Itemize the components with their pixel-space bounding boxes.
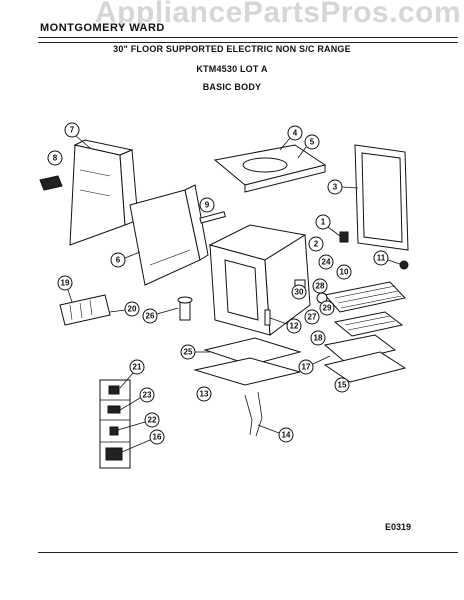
- svg-text:25: 25: [184, 348, 193, 357]
- callout-11[interactable]: 11: [373, 250, 401, 266]
- svg-text:22: 22: [148, 416, 157, 425]
- part-hardware-group: [99, 379, 131, 469]
- watermark-text: AppliancePartsPros.com: [95, 0, 462, 29]
- callout-10[interactable]: 10: [336, 264, 352, 280]
- part-switch: [339, 231, 349, 243]
- svg-text:19: 19: [61, 279, 70, 288]
- part-hinge: [264, 309, 271, 326]
- callout-29[interactable]: 29: [319, 300, 335, 316]
- svg-text:8: 8: [53, 154, 58, 163]
- svg-text:16: 16: [153, 433, 162, 442]
- brand-name: MONTGOMERY WARD: [40, 22, 165, 34]
- part-side-panel: [69, 139, 139, 246]
- callout-30[interactable]: 30: [291, 284, 307, 300]
- part-broil-pan-insert: [333, 311, 404, 337]
- callout-6-unlabeled[interactable]: 6: [110, 251, 141, 268]
- part-right-side-frame: [354, 144, 409, 251]
- svg-text:4: 4: [293, 129, 298, 138]
- svg-text:15: 15: [338, 381, 347, 390]
- callout-8[interactable]: 8: [47, 150, 63, 166]
- svg-text:23: 23: [143, 391, 152, 400]
- part-terminal-block: [59, 294, 111, 326]
- callout-2[interactable]: 2: [308, 236, 324, 252]
- callout-26[interactable]: 26: [142, 307, 179, 324]
- svg-text:13: 13: [200, 390, 209, 399]
- callout-24[interactable]: 24: [318, 254, 334, 270]
- header-bottom-rule: [38, 42, 458, 43]
- part-knob: [399, 260, 409, 270]
- callout-25[interactable]: 25: [180, 344, 210, 360]
- callout-21[interactable]: 21: [119, 359, 145, 389]
- callout-5[interactable]: 5: [297, 134, 320, 159]
- part-leveling-leg: [177, 296, 193, 321]
- callout-28[interactable]: 28: [312, 278, 328, 294]
- svg-text:29: 29: [323, 304, 332, 313]
- model-number: KTM4530 LOT A: [196, 64, 268, 74]
- callout-18[interactable]: 18: [310, 330, 326, 346]
- callout-20[interactable]: 20: [109, 301, 140, 317]
- svg-text:7: 7: [70, 126, 75, 135]
- callout-23[interactable]: 23: [119, 387, 155, 411]
- part-back-panel: [129, 184, 209, 286]
- svg-text:30: 30: [295, 288, 304, 297]
- callout-1[interactable]: 1: [315, 214, 341, 237]
- diagram-code: E0319: [385, 522, 412, 532]
- header-top-rule: [38, 37, 458, 38]
- callout-9[interactable]: 9: [199, 197, 215, 213]
- svg-text:27: 27: [308, 313, 317, 322]
- part-wire-harness: [244, 391, 263, 437]
- callout-13[interactable]: 13: [196, 386, 212, 402]
- svg-text:17: 17: [302, 363, 311, 372]
- part-cooktop: [213, 144, 327, 193]
- callout-15[interactable]: 15: [334, 377, 350, 393]
- part-oven-body: [208, 224, 311, 336]
- svg-text:28: 28: [316, 282, 325, 291]
- svg-text:9: 9: [205, 201, 210, 210]
- svg-text:24: 24: [322, 258, 331, 267]
- callout-16[interactable]: 16: [121, 429, 165, 453]
- part-drip-tray: [323, 351, 407, 383]
- section-name: BASIC BODY: [202, 82, 262, 92]
- svg-text:21: 21: [133, 363, 142, 372]
- part-small-bracket: [39, 175, 63, 191]
- footer-rule: [38, 552, 458, 553]
- callout-17[interactable]: 17: [298, 355, 331, 375]
- part-drawer: [193, 357, 301, 386]
- callout-19[interactable]: 19: [57, 275, 73, 303]
- callout-22[interactable]: 22: [117, 412, 160, 431]
- svg-text:5: 5: [310, 138, 315, 147]
- callout-4[interactable]: 4: [279, 125, 303, 151]
- part-broil-pan: [323, 334, 397, 363]
- callout-14[interactable]: 14: [257, 424, 294, 443]
- svg-text:14: 14: [282, 431, 291, 440]
- part-drawer-bottom: [203, 337, 302, 366]
- svg-text:3: 3: [333, 183, 338, 192]
- svg-text:2: 2: [314, 240, 319, 249]
- callout-12[interactable]: 12: [269, 317, 302, 334]
- callout-27[interactable]: 27: [304, 309, 320, 325]
- svg-text:18: 18: [314, 334, 323, 343]
- callout-3[interactable]: 3: [327, 179, 359, 195]
- svg-text:12: 12: [290, 322, 299, 331]
- svg-text:10: 10: [340, 268, 349, 277]
- callout-7[interactable]: 7: [64, 122, 91, 149]
- part-trim-strip: [199, 211, 226, 224]
- svg-text:20: 20: [128, 305, 137, 314]
- svg-text:6: 6: [116, 256, 121, 265]
- svg-text:1: 1: [321, 218, 326, 227]
- part-oven-rack: [324, 281, 406, 313]
- svg-text:11: 11: [377, 254, 386, 263]
- svg-text:26: 26: [146, 312, 155, 321]
- diagram-title: 30" FLOOR SUPPORTED ELECTRIC NON S/C RAN…: [113, 44, 351, 54]
